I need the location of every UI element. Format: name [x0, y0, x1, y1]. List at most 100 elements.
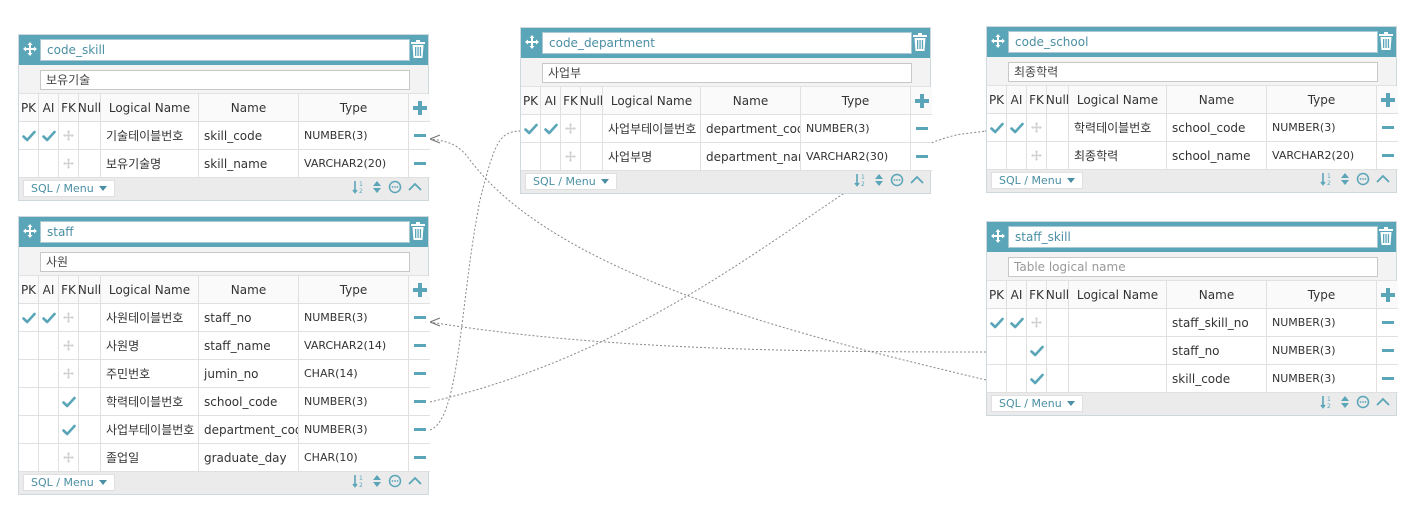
collapse-icon[interactable]: [1376, 172, 1390, 188]
move-icon[interactable]: [22, 224, 38, 240]
sql-menu-button[interactable]: SQL / Menu: [525, 173, 617, 190]
remove-column-button[interactable]: [409, 150, 430, 178]
column-logical-name[interactable]: 주민번호: [101, 360, 199, 388]
sql-menu-button[interactable]: SQL / Menu: [23, 180, 115, 197]
fk-checkbox[interactable]: [1027, 142, 1047, 170]
null-checkbox[interactable]: [581, 143, 603, 171]
column-name[interactable]: school_code: [1167, 114, 1267, 142]
move-icon[interactable]: [524, 35, 540, 51]
fk-checkbox[interactable]: [561, 143, 581, 171]
null-checkbox[interactable]: [1047, 309, 1069, 337]
fk-checkbox[interactable]: [59, 150, 79, 178]
column-name[interactable]: staff_no: [199, 304, 299, 332]
move-icon[interactable]: [22, 42, 38, 58]
ai-checkbox[interactable]: [541, 143, 561, 171]
pk-checkbox[interactable]: [19, 416, 39, 444]
fk-checkbox[interactable]: [1027, 114, 1047, 142]
column-type[interactable]: NUMBER(3): [1267, 309, 1377, 337]
collapse-icon[interactable]: [408, 180, 422, 196]
fk-checkbox[interactable]: [59, 444, 79, 472]
column-type[interactable]: VARCHAR2(20): [299, 150, 409, 178]
null-checkbox[interactable]: [1047, 114, 1069, 142]
pk-checkbox[interactable]: [19, 122, 39, 150]
fk-checkbox[interactable]: [59, 416, 79, 444]
column-name[interactable]: school_name: [1167, 142, 1267, 170]
table-logical-name-input[interactable]: 보유기술: [40, 70, 410, 90]
column-logical-name[interactable]: 사업부명: [603, 143, 701, 171]
fk-checkbox[interactable]: [59, 332, 79, 360]
table-name-input[interactable]: code_school: [1008, 31, 1378, 53]
pk-checkbox[interactable]: [987, 337, 1007, 365]
column-type[interactable]: NUMBER(3): [801, 115, 911, 143]
pk-checkbox[interactable]: [987, 309, 1007, 337]
column-logical-name[interactable]: [1069, 309, 1167, 337]
add-column-button[interactable]: [1377, 86, 1398, 114]
ai-checkbox[interactable]: [39, 416, 59, 444]
trash-icon[interactable]: [410, 222, 428, 242]
remove-column-button[interactable]: [409, 304, 430, 332]
column-name[interactable]: department_code: [701, 115, 801, 143]
fk-checkbox[interactable]: [59, 304, 79, 332]
up-down-icon[interactable]: [372, 474, 382, 490]
remove-column-button[interactable]: [1377, 365, 1398, 393]
remove-column-button[interactable]: [1377, 114, 1398, 142]
column-type[interactable]: NUMBER(3): [299, 416, 409, 444]
remove-column-button[interactable]: [409, 122, 430, 150]
null-checkbox[interactable]: [79, 150, 101, 178]
remove-column-button[interactable]: [1377, 142, 1398, 170]
pk-checkbox[interactable]: [987, 365, 1007, 393]
null-checkbox[interactable]: [79, 444, 101, 472]
pk-checkbox[interactable]: [19, 150, 39, 178]
remove-column-button[interactable]: [1377, 337, 1398, 365]
fk-checkbox[interactable]: [561, 115, 581, 143]
column-name[interactable]: school_code: [199, 388, 299, 416]
add-column-button[interactable]: [409, 276, 430, 304]
column-type[interactable]: NUMBER(3): [299, 122, 409, 150]
column-logical-name[interactable]: 사원테이블번호: [101, 304, 199, 332]
move-icon[interactable]: [990, 229, 1006, 245]
column-logical-name[interactable]: 졸업일: [101, 444, 199, 472]
null-checkbox[interactable]: [79, 122, 101, 150]
null-checkbox[interactable]: [79, 304, 101, 332]
column-type[interactable]: VARCHAR2(30): [801, 143, 911, 171]
column-type[interactable]: NUMBER(3): [1267, 337, 1377, 365]
add-column-button[interactable]: [1377, 281, 1398, 309]
ai-checkbox[interactable]: [1007, 365, 1027, 393]
table-logical-name-input[interactable]: 최종학력: [1008, 62, 1378, 82]
ai-checkbox[interactable]: [39, 122, 59, 150]
null-checkbox[interactable]: [1047, 142, 1069, 170]
table-logical-name-input[interactable]: 사업부: [542, 63, 912, 83]
table-name-input[interactable]: staff: [40, 221, 410, 243]
column-type[interactable]: VARCHAR2(14): [299, 332, 409, 360]
pk-checkbox[interactable]: [987, 114, 1007, 142]
null-checkbox[interactable]: [1047, 365, 1069, 393]
pk-checkbox[interactable]: [987, 142, 1007, 170]
fk-checkbox[interactable]: [59, 122, 79, 150]
pk-checkbox[interactable]: [19, 360, 39, 388]
up-down-icon[interactable]: [1340, 395, 1350, 411]
fk-checkbox[interactable]: [1027, 309, 1047, 337]
collapse-icon[interactable]: [408, 474, 422, 490]
column-type[interactable]: NUMBER(3): [299, 388, 409, 416]
ai-checkbox[interactable]: [39, 388, 59, 416]
column-logical-name[interactable]: [1069, 365, 1167, 393]
up-down-icon[interactable]: [874, 173, 884, 189]
collapse-icon[interactable]: [910, 173, 924, 189]
remove-column-button[interactable]: [409, 332, 430, 360]
comment-icon[interactable]: [388, 180, 402, 196]
column-type[interactable]: NUMBER(3): [299, 304, 409, 332]
column-logical-name[interactable]: 학력테이블번호: [1069, 114, 1167, 142]
ai-checkbox[interactable]: [1007, 337, 1027, 365]
pk-checkbox[interactable]: [19, 304, 39, 332]
null-checkbox[interactable]: [79, 416, 101, 444]
column-logical-name[interactable]: 사업부테이블번호: [603, 115, 701, 143]
ai-checkbox[interactable]: [39, 444, 59, 472]
null-checkbox[interactable]: [79, 360, 101, 388]
column-name[interactable]: staff_no: [1167, 337, 1267, 365]
table-name-input[interactable]: staff_skill: [1008, 226, 1378, 248]
column-name[interactable]: skill_name: [199, 150, 299, 178]
